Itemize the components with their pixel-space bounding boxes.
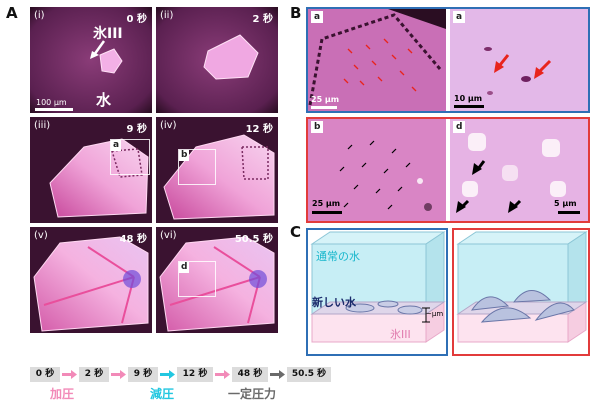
scale-label: 5 μm [554, 199, 577, 208]
ice-label: 氷III [390, 328, 411, 341]
timeline-step: 9 秒 [128, 367, 158, 382]
micrograph-image [30, 7, 152, 113]
zoom-frame-blue [306, 7, 590, 113]
schematic-drawing [310, 231, 446, 343]
micrograph-panel-vi: (vi) 50.5 秒 d [156, 227, 278, 333]
zoom-panel-d: d 5 μm [450, 119, 588, 221]
dimension-label: ~μm [426, 310, 444, 318]
scale-bar [558, 211, 580, 214]
roi-box [178, 149, 216, 185]
panel-letter-a: A [6, 4, 18, 22]
micrograph-image [450, 119, 588, 221]
zoom-tag: d [453, 121, 466, 133]
panel-tag: (vi) [160, 230, 177, 241]
panel-tag: (iii) [34, 120, 51, 131]
zoom-tag: a [311, 11, 324, 23]
timeline-step: 48 秒 [232, 367, 268, 382]
roi-label: d [179, 262, 190, 273]
micrograph-panel-v: (v) 48 秒 [30, 227, 152, 333]
timeline-step: 0 秒 [30, 367, 60, 382]
panel-letter-c: C [290, 223, 302, 241]
ice-label: 氷III [93, 26, 123, 42]
micrograph-image [156, 117, 278, 223]
arrow-icon [90, 40, 106, 59]
micrograph-image [450, 9, 588, 111]
phase-label-constant-pressure: 一定圧力 [228, 387, 277, 401]
time-label: 48 秒 [119, 234, 147, 245]
roi-label: a [111, 140, 122, 151]
schematic-frame-red [452, 228, 590, 356]
scale-bar [311, 106, 337, 109]
zoom-panel-b: b 25 μm [308, 119, 446, 221]
time-label: 12 秒 [245, 124, 273, 135]
water-label: 通常の水 [316, 250, 360, 263]
panel-tag: (ii) [160, 10, 174, 21]
micrograph-image [156, 7, 278, 113]
roi-box [110, 139, 150, 175]
phase-label-depressurize: 減圧 [150, 387, 175, 401]
micrograph-panel-iii: (iii) 9 秒 a [30, 117, 152, 223]
arrow-right-icon [215, 370, 230, 379]
arrow-right-icon [160, 370, 175, 379]
micrograph-image [30, 227, 152, 333]
panel-tag: (v) [34, 230, 48, 241]
arrow-right-icon [62, 370, 77, 379]
schematic-drawing [456, 231, 588, 343]
time-label: 0 秒 [126, 14, 147, 25]
roi-box [178, 261, 216, 297]
panel-tag: (i) [34, 10, 45, 21]
phase-label-pressurize: 加圧 [50, 387, 75, 401]
scale-bar [312, 211, 342, 214]
panel-letter-b: B [290, 4, 302, 22]
zoom-tag: a [453, 11, 466, 23]
timeline-step: 12 秒 [177, 367, 213, 382]
micrograph-image [308, 9, 446, 111]
scale-bar [454, 105, 484, 108]
scale-label: 25 μm [312, 199, 341, 208]
timeline-step: 2 秒 [79, 367, 109, 382]
timeline-step: 50.5 秒 [287, 367, 331, 382]
arrow-right-icon [111, 370, 126, 379]
micrograph-image [308, 119, 446, 221]
scale-label: 100 μm [36, 98, 67, 107]
zoom-frame-red [306, 117, 590, 223]
scale-label: 10 μm [454, 94, 483, 103]
micrograph-image [156, 227, 278, 333]
time-label: 9 秒 [126, 124, 147, 135]
arrow-right-icon [270, 370, 285, 379]
zoom-panel-a-close: a 10 μm [450, 9, 588, 111]
zoom-panel-a-wide: a 25 μm [308, 9, 446, 111]
micrograph-panel-iv: (iv) 12 秒 b [156, 117, 278, 223]
scale-label: 25 μm [311, 95, 340, 104]
scale-bar [35, 108, 73, 111]
panel-tag: (iv) [160, 120, 177, 131]
time-label: 50.5 秒 [234, 234, 273, 245]
micrograph-image [30, 117, 152, 223]
zoom-tag: b [311, 121, 324, 133]
micrograph-panel-ii: (ii) 2 秒 [156, 7, 278, 113]
water-label: 水 [96, 91, 112, 109]
roi-label: b [179, 150, 190, 161]
time-label: 2 秒 [252, 14, 273, 25]
new-water-label: 新しい水 [312, 296, 356, 309]
schematic-frame-blue: 通常の水 新しい水 氷III ~μm [306, 228, 448, 356]
micrograph-panel-i: (i) 0 秒 氷III 水 100 μm [30, 7, 152, 113]
